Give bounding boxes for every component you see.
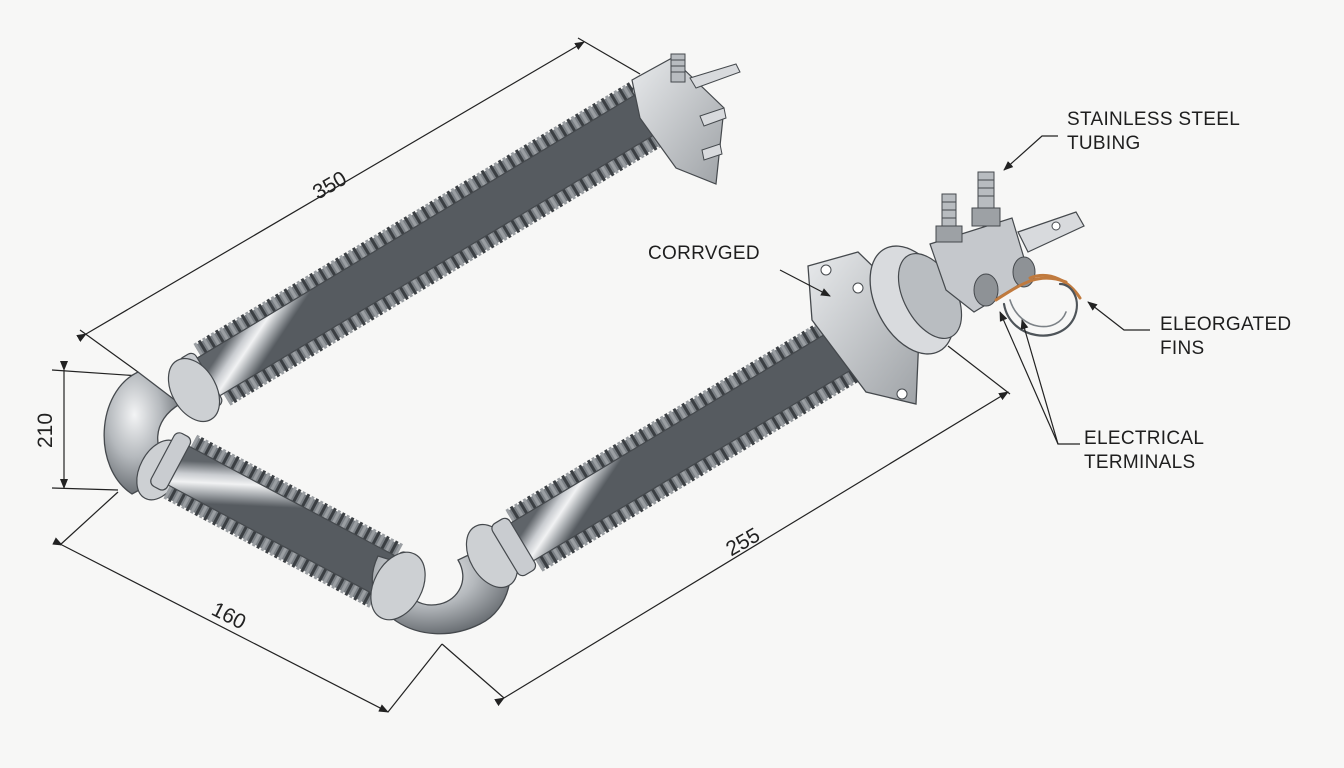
- dimension-width-bottom-label: 160: [208, 598, 250, 634]
- callout-line: STAINLESS STEEL: [1067, 109, 1241, 130]
- dimension-width-bottom: [52, 491, 443, 713]
- front-terminal-assembly: [807, 171, 1085, 405]
- top-finned-section: [179, 77, 681, 411]
- left-finned-section: [150, 432, 416, 610]
- leader-tubing: [1003, 135, 1058, 171]
- callout-leaders: [779, 135, 1150, 445]
- callout-stainless-steel-tubing: STAINLESS STEEL TUBING: [1067, 108, 1240, 156]
- callout-elongated-fins: ELEORGATED FINS: [1160, 313, 1291, 361]
- terminal-bolt-icon: [935, 193, 963, 243]
- dimension-length-top: [76, 37, 641, 373]
- leader-fins: [1087, 301, 1150, 331]
- dimension-length-top-label: 350: [309, 167, 351, 204]
- lead-wire-icon: [994, 274, 1082, 337]
- tube-body: [502, 314, 882, 566]
- tube-body: [190, 86, 673, 400]
- callout-line: ELECTRICAL: [1084, 428, 1205, 449]
- callout-electrical-terminals: ELECTRICAL TERMINALS: [1084, 427, 1204, 475]
- callout-line: FINS: [1160, 338, 1205, 359]
- dimension-length-bottom-label: 255: [722, 524, 764, 561]
- callout-line: TERMINALS: [1084, 452, 1196, 473]
- dimension-height: [51, 361, 141, 491]
- callout-corrugated: CORRVGED: [648, 242, 760, 266]
- front-finned-section: [491, 307, 882, 577]
- leader-terminals-2: [999, 311, 1059, 445]
- terminal-tab-icon: [689, 63, 741, 89]
- terminal-bolt-icon: [971, 171, 1001, 227]
- dimension-length-bottom: [441, 345, 1011, 707]
- bottom-elbow: [370, 523, 519, 635]
- callout-line: TUBING: [1067, 133, 1141, 154]
- callout-line: ELEORGATED: [1160, 314, 1292, 335]
- leader-corrugated: [779, 269, 831, 297]
- terminal-tab-icon: [1017, 211, 1085, 253]
- terminal-bolt-icon: [670, 53, 686, 83]
- top-terminal-assembly: [631, 53, 741, 185]
- callout-line: CORRVGED: [648, 243, 760, 264]
- dimension-height-label: 210: [34, 413, 57, 448]
